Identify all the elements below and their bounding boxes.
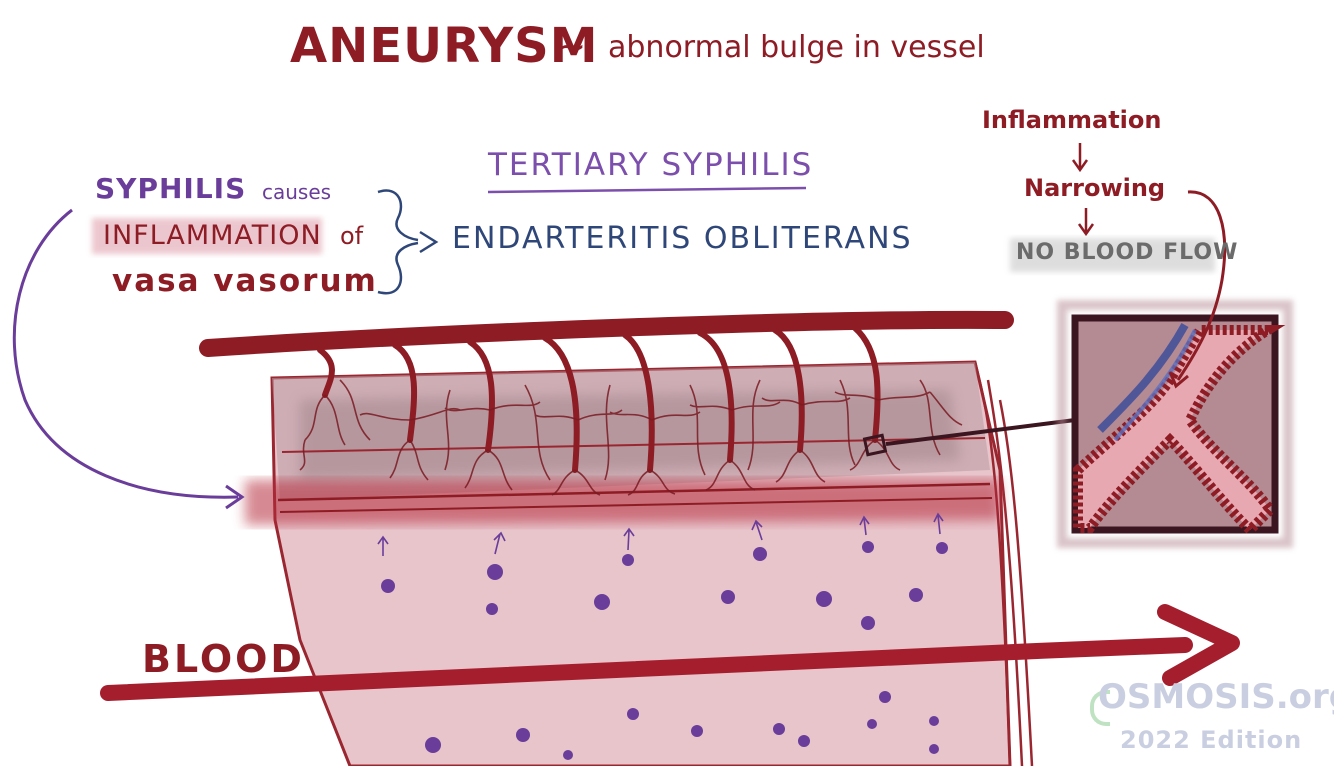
endarteritis-label: ENDARTERITIS OBLITERANS — [452, 221, 913, 256]
blood-cells — [381, 541, 948, 760]
causes-label: causes — [262, 180, 332, 204]
adventitia-shadow — [300, 390, 960, 480]
of-label: of — [340, 222, 364, 250]
brace-top — [377, 189, 419, 242]
adventitia-divider — [281, 437, 986, 453]
zoom-marker-square — [862, 433, 888, 457]
diffusion-arrows — [377, 512, 944, 556]
flow-step-narrowing: Narrowing — [1024, 174, 1166, 202]
tertiary-syphilis-underline — [487, 186, 807, 194]
osmosis-watermark: OSMOSIS.org — [1098, 677, 1334, 717]
flow-arrow-2 — [1077, 208, 1095, 237]
flow-step-inflammation: Inflammation — [982, 106, 1162, 134]
narrowing-pointer-arrow — [1176, 190, 1227, 381]
capillary-network — [299, 379, 963, 496]
title-subtitle: abnormal bulge in vessel — [608, 30, 985, 65]
inflammation-label: INFLAMMATION — [103, 220, 322, 251]
flow-step-no-blood-flow: NO BLOOD FLOW — [1016, 240, 1239, 265]
blood-flow-arrow-shaft — [100, 637, 1193, 701]
flow-arrow-1 — [1071, 143, 1089, 173]
brace-bottom — [377, 241, 419, 295]
edition-watermark: 2022 Edition — [1120, 726, 1303, 754]
brace-arrowhead — [419, 230, 439, 254]
vasa-vasorum-label: vasa vasorum — [112, 263, 378, 299]
tertiary-syphilis-heading: TERTIARY SYPHILIS — [488, 147, 814, 183]
media-bottom-line — [279, 497, 993, 513]
zoom-inset — [1057, 300, 1293, 548]
inflammation-highlight — [92, 218, 322, 254]
blood-flow-arrowhead — [1157, 604, 1240, 686]
vasa-vasorum-branches — [317, 325, 881, 473]
blood-label: BLOOD — [142, 637, 305, 681]
zoom-connector-line — [885, 418, 1076, 446]
media-top-line — [277, 482, 991, 502]
title-main: ANEURYSM — [290, 18, 599, 74]
vasa-vasorum-main-artery — [199, 310, 1014, 357]
osmosis-logo-mark — [1090, 690, 1110, 726]
inflamed-band — [245, 480, 1000, 525]
no-blood-flow-highlight — [1010, 238, 1215, 272]
title-tilde: ~ — [556, 27, 587, 68]
syphilis-pointer-arrow — [12, 208, 239, 499]
syphilis-label: SYPHILIS — [95, 172, 247, 205]
